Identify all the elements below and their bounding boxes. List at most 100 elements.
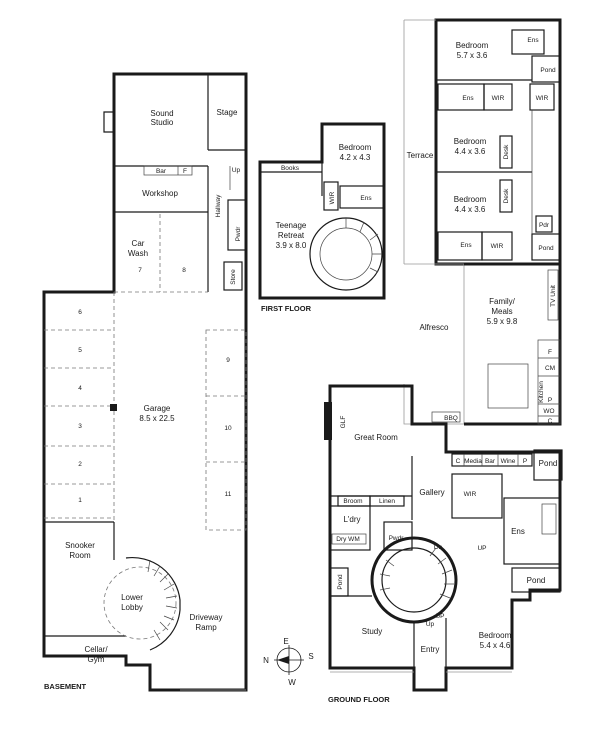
desk-b-label: Desk (503, 188, 510, 204)
bay-number-2: 2 (78, 461, 82, 468)
sound-studio-label-1: Sound (150, 109, 173, 118)
ground-floor-plan: Bedroom 5.7 x 3.6 Ens Pond Ens WIR WIR B… (324, 18, 563, 704)
workshop-label: Workshop (142, 189, 178, 198)
stair-dn-label: Dn (434, 544, 443, 551)
bbq-label: BBQ (444, 415, 458, 422)
ens-b-label: Ens (462, 95, 474, 102)
desk-b (499, 179, 513, 213)
snooker-label-1: Snooker (65, 541, 95, 550)
alfresco-label: Alfresco (420, 323, 449, 332)
cellar-label-1: Cellar/ (84, 645, 108, 654)
wir-c-label: WIR (536, 95, 549, 102)
terrace-label: Terrace (407, 151, 434, 160)
bath (541, 503, 557, 535)
gf-pwdr-room (383, 521, 413, 551)
teen-retreat-label-2: Retreat (278, 231, 305, 240)
basement-window (103, 111, 114, 133)
garage-size-label: 8.5 x 22.5 (139, 414, 175, 423)
bar-f-label: F (183, 168, 187, 175)
wine-label: Wine (501, 458, 516, 465)
pond-a-label: Pond (540, 67, 556, 74)
kitchen-cm-label: CM (545, 365, 555, 372)
kitchen-wo-label: WO (543, 408, 554, 415)
linen-label: Linen (379, 498, 395, 505)
ramp-stair (125, 556, 181, 651)
linen-cupboard (369, 495, 405, 507)
laundry-label: L'dry (343, 515, 360, 524)
services-p-label: P (523, 458, 527, 465)
bed2-size: 4.4 x 3.6 (455, 147, 486, 156)
dry-wm (331, 533, 367, 545)
kitchen-c-label: C (548, 418, 553, 425)
books-label: Books (281, 165, 300, 172)
store-label: Store (230, 269, 237, 285)
compass-south: S (308, 652, 313, 661)
study-label: Study (362, 627, 382, 636)
bay-number-11: 11 (225, 491, 232, 498)
ramp-label-2: Ramp (195, 623, 217, 632)
wir-d-room (481, 231, 513, 261)
kitchen-bench (537, 339, 561, 425)
ff-ens-label: Ens (360, 195, 372, 202)
media-label: Media (464, 458, 482, 465)
hallway-label: Hallway (215, 194, 222, 218)
bar-counter (143, 165, 193, 176)
car-wash-label-2: Wash (128, 249, 148, 258)
services-strip (451, 453, 533, 467)
ens-b-room (437, 83, 485, 111)
bbq (431, 411, 461, 423)
compass-icon: N E S W (263, 637, 314, 687)
main-bedroom-size: 5.4 x 4.6 (480, 641, 511, 650)
dry-wm-label: Dry WM (336, 536, 359, 543)
lower-lobby-circle (103, 566, 177, 640)
basement-pwdr-label: Pwdr (235, 226, 242, 242)
wir-d-label: WIR (491, 243, 504, 250)
pond-e-label: Pond (337, 574, 344, 590)
rotunda-inner (381, 547, 447, 613)
bay-number-10: 10 (224, 425, 232, 432)
bay-number-1: 1 (78, 497, 82, 504)
laundry-room (329, 505, 371, 551)
ens-d-room (503, 497, 561, 565)
ens-a-label: Ens (527, 37, 539, 44)
wir-e-label: WIR (464, 491, 477, 498)
car-wash-label-1: Car (132, 239, 145, 248)
first-floor-title: FIRST FLOOR (261, 304, 312, 313)
bar-label: Bar (156, 168, 167, 175)
bays-9-11 (205, 329, 247, 531)
desk-a (499, 135, 513, 169)
rotunda-stair-treads (379, 547, 454, 599)
ff-wir-label: WIR (329, 191, 336, 204)
ramp-label-1: Driveway (190, 613, 223, 622)
wir-c-room (529, 83, 555, 111)
services-c-label: C (456, 458, 461, 465)
garage-column (110, 404, 117, 411)
stair-up-label-1: UP (477, 545, 486, 552)
broom-label: Broom (343, 498, 362, 505)
bay-number-7: 7 (138, 267, 142, 274)
garage-label: Garage (144, 404, 171, 413)
ens-c-label: Ens (460, 242, 472, 249)
gf-pwdr-label: Pwdr (389, 535, 405, 542)
kitchen-f-label: F (548, 349, 552, 356)
teen-stair-treads (345, 218, 382, 273)
entry-up-label: Up (426, 621, 435, 628)
wir-b-room (483, 83, 513, 111)
first-floor-plan: Books Bedroom 4.2 x 4.3 WIR Ens Teenage … (258, 122, 386, 313)
family-wall (464, 262, 562, 426)
pond-b-label: Pond (538, 245, 554, 252)
entry-label: Entry (421, 645, 440, 654)
bay-number-3: 3 (78, 423, 82, 430)
bay-number-9: 9 (226, 357, 230, 364)
bay-number-5: 5 (78, 347, 82, 354)
kitchen-island (487, 363, 529, 409)
teen-retreat-label-1: Teenage (276, 221, 307, 230)
basement-plan: Sound Studio Stage Bar F Up Workshop Hal… (42, 72, 248, 692)
wir-b-label: WIR (492, 95, 505, 102)
fireplace (324, 402, 332, 440)
wir-e-room (451, 473, 503, 519)
pdr-room (535, 215, 553, 233)
pwdr-room (227, 199, 247, 251)
pond-a (531, 55, 561, 83)
